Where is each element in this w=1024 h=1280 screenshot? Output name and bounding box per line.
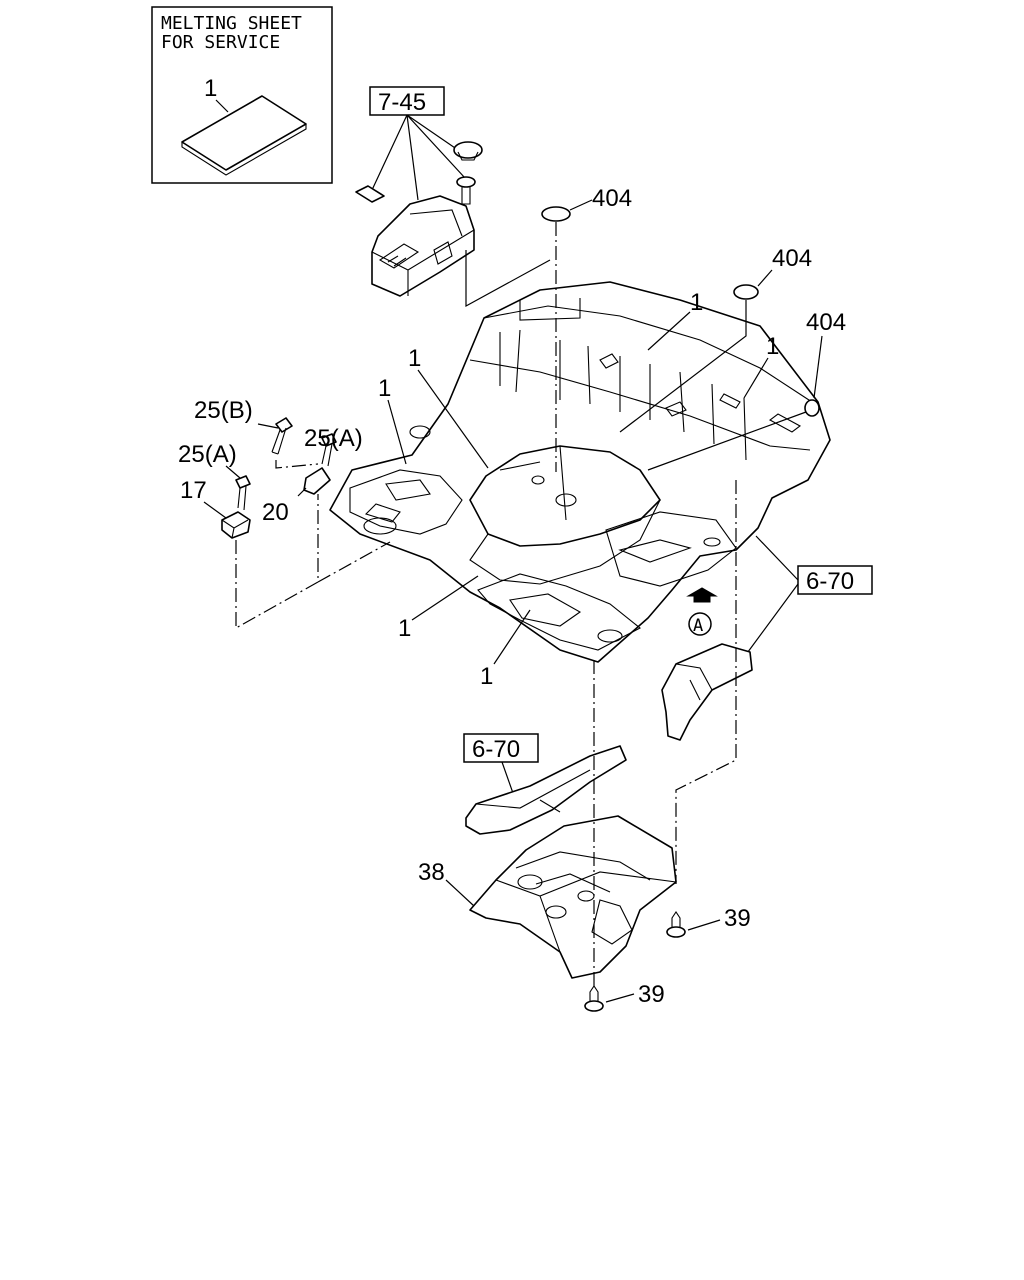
bracket-link-line xyxy=(235,494,319,630)
plug-404-b: 404 xyxy=(619,245,812,433)
callout-25b: 25(B) xyxy=(194,397,253,424)
bolt-25a-lower: 25(A) xyxy=(178,441,251,511)
plug-404-c: 404 xyxy=(647,309,846,471)
callout-1-d: 1 xyxy=(378,375,391,402)
plug-404-a: 404 xyxy=(541,185,632,472)
ref-7-45-leaders xyxy=(371,114,466,201)
view-marker-label: A xyxy=(693,616,703,636)
console-link-line xyxy=(465,250,551,308)
callout-1-b: 1 xyxy=(766,333,779,360)
bracket-17: 17 xyxy=(180,477,251,539)
callout-39-right: 39 xyxy=(724,905,751,932)
callout-1-a: 1 xyxy=(690,289,703,316)
ref-6-70-right-group: 6-70 A xyxy=(661,480,873,884)
melting-sheet-part xyxy=(181,95,307,176)
bracket-20: 20 xyxy=(262,467,331,526)
ref-6-70-lower-box xyxy=(463,733,539,763)
view-arrow-a: A xyxy=(686,587,718,636)
callout-404-a: 404 xyxy=(592,185,632,212)
console-box xyxy=(371,195,475,297)
ref-6-70-lower-label: 6-70 xyxy=(472,736,520,763)
melting-sheet-inset: MELTING SHEET FOR SERVICE 1 xyxy=(151,6,333,184)
callout-404-c: 404 xyxy=(806,309,846,336)
bracket-to-floor-line xyxy=(317,541,391,583)
ref-7-45-label: 7-45 xyxy=(378,89,426,116)
ref-6-70-right-label: 6-70 xyxy=(806,568,854,595)
clip-part xyxy=(453,141,483,161)
callout-38: 38 xyxy=(418,859,445,886)
console-pad xyxy=(355,185,385,203)
callout-25a-upper: 25(A) xyxy=(304,425,363,452)
crossmember-right xyxy=(661,643,753,741)
callout-1-c: 1 xyxy=(408,345,421,372)
callout-17: 17 xyxy=(180,477,207,504)
bolt-25a-upper: 25(A) xyxy=(304,425,363,467)
clip-39-right: 39 xyxy=(666,905,751,938)
ref-6-70-lower-group: 6-70 xyxy=(463,733,627,835)
callout-1-e: 1 xyxy=(398,615,411,642)
callout-404-b: 404 xyxy=(772,245,812,272)
callout-25a-lower: 25(A) xyxy=(178,441,237,468)
bolt-link-line xyxy=(275,460,319,469)
inset-frame xyxy=(151,6,333,184)
callout-20: 20 xyxy=(262,499,289,526)
inset-part-number: 1 xyxy=(204,75,217,102)
inset-leader xyxy=(215,99,229,113)
console-screw xyxy=(456,176,476,205)
inset-title-line1: MELTING SHEET xyxy=(161,13,302,34)
right-dash-line xyxy=(675,480,737,884)
frame-rail xyxy=(465,745,627,835)
bolt-25b: 25(B) xyxy=(194,397,293,455)
heat-shield-38: 38 xyxy=(418,815,677,979)
callout-39-bottom: 39 xyxy=(638,981,665,1008)
floor-panel xyxy=(329,281,831,663)
inset-title-line2: FOR SERVICE xyxy=(161,32,280,53)
ref-7-45-group: 7-45 xyxy=(355,86,551,308)
callout-1-f: 1 xyxy=(480,663,493,690)
clip-39-bottom: 39 xyxy=(584,981,665,1012)
